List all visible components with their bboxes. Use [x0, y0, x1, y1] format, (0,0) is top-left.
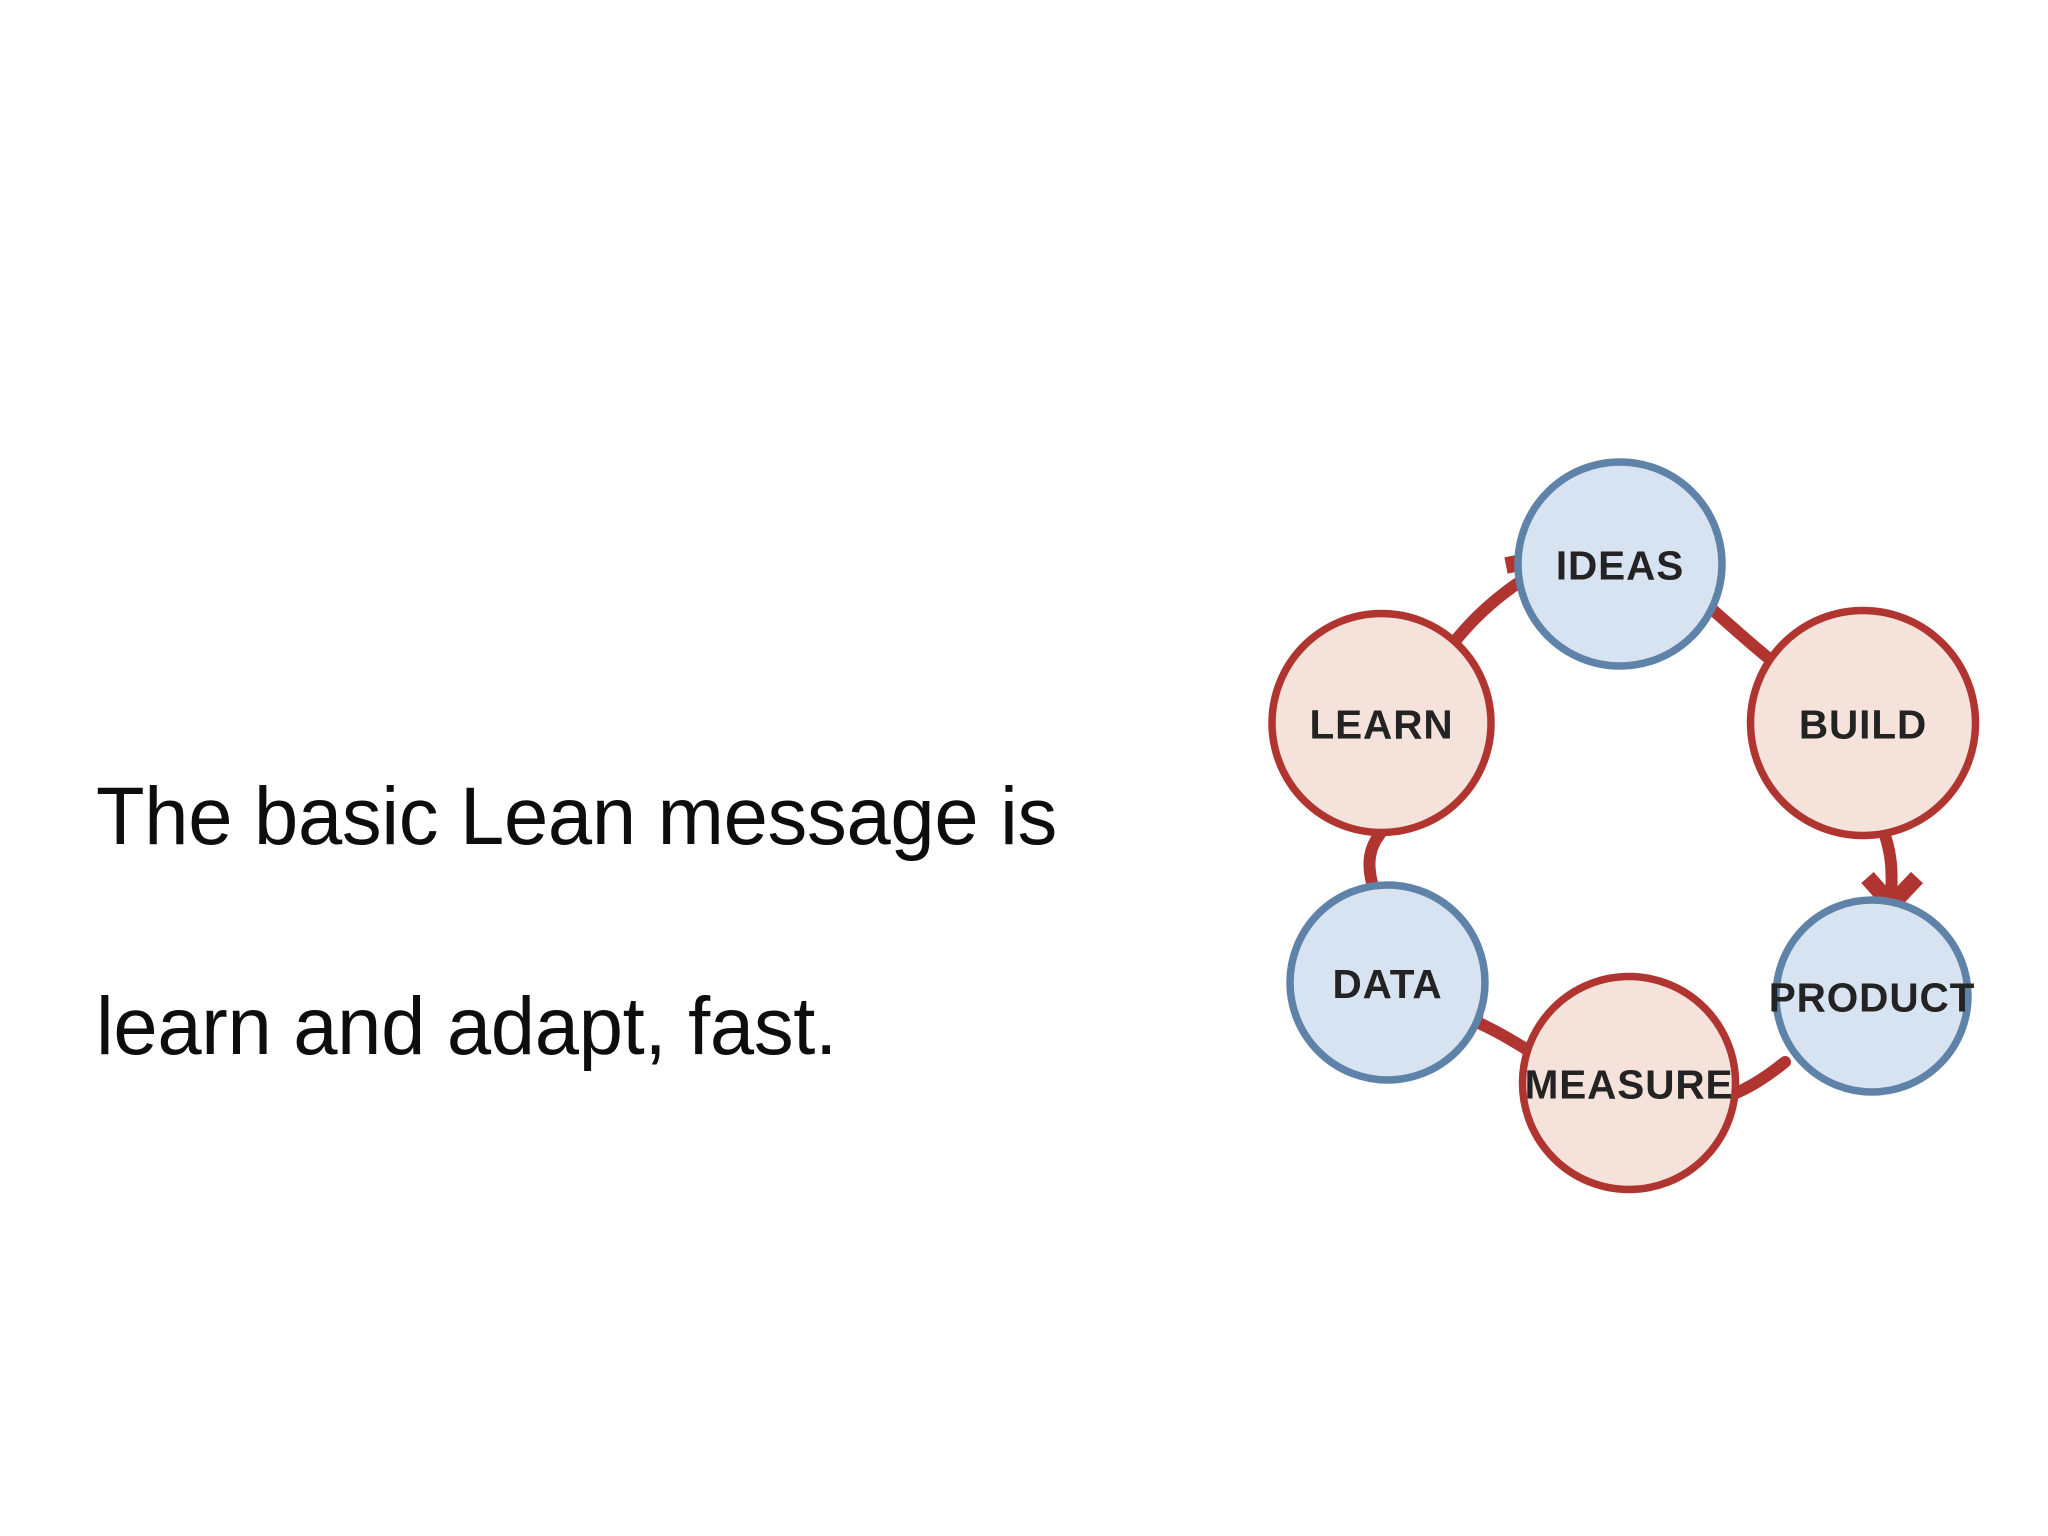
- node-label-product: PRODUCT: [1769, 975, 1976, 1021]
- cycle-node-learn[interactable]: LEARN: [1268, 609, 1495, 837]
- cycle-node-ideas[interactable]: IDEAS: [1514, 458, 1726, 670]
- page-title: The basic Lean message is learn and adap…: [96, 660, 1124, 1185]
- connector-build-to-product: [1879, 831, 1898, 903]
- node-label-data: DATA: [1332, 961, 1442, 1007]
- node-circle-measure[interactable]: [1518, 972, 1740, 1194]
- node-circle-ideas[interactable]: [1514, 458, 1726, 670]
- cycle-nodes: IDEAS BUILD PRODUCT MEASURE DATA: [1268, 458, 1980, 1194]
- headline-line-2: learn and adapt, fast.: [96, 980, 837, 1072]
- cycle-node-build[interactable]: BUILD: [1746, 606, 1980, 840]
- cycle-node-data[interactable]: DATA: [1286, 881, 1489, 1084]
- node-circle-learn[interactable]: [1268, 609, 1495, 837]
- cycle-diagram-svg: IDEAS BUILD PRODUCT MEASURE DATA: [1268, 458, 1980, 1194]
- cycle-node-measure[interactable]: MEASURE: [1518, 972, 1740, 1194]
- node-circle-data[interactable]: [1286, 881, 1489, 1084]
- connector-data-to-learn: [1363, 828, 1386, 891]
- cycle-node-product[interactable]: PRODUCT: [1769, 896, 1976, 1096]
- node-label-learn: LEARN: [1310, 702, 1454, 748]
- node-circle-build[interactable]: [1746, 606, 1980, 840]
- headline-line-1: The basic Lean message is: [96, 770, 1057, 862]
- node-label-measure: MEASURE: [1525, 1062, 1734, 1108]
- node-label-build: BUILD: [1799, 702, 1927, 748]
- node-label-ideas: IDEAS: [1556, 543, 1684, 589]
- node-circle-product[interactable]: [1772, 896, 1972, 1096]
- lean-cycle-diagram: IDEAS BUILD PRODUCT MEASURE DATA: [1232, 420, 2032, 1200]
